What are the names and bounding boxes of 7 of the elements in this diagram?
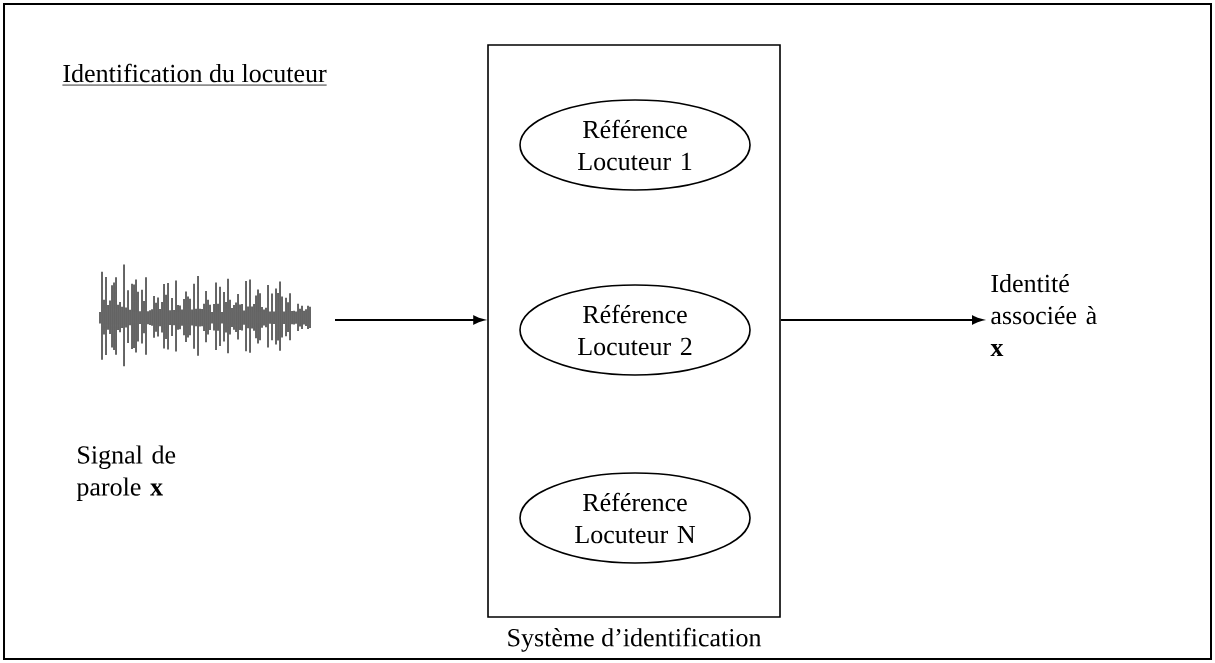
node-label: Système d’identification (508, 627, 762, 652)
arrow (334, 315, 485, 325)
heading: Identification du locuteur (62, 63, 328, 86)
output-label: Identité associée à x (990, 273, 1097, 357)
waveform-drawing (99, 263, 311, 367)
arrow (779, 315, 983, 325)
node-label: Signal de parole x (76, 445, 176, 501)
